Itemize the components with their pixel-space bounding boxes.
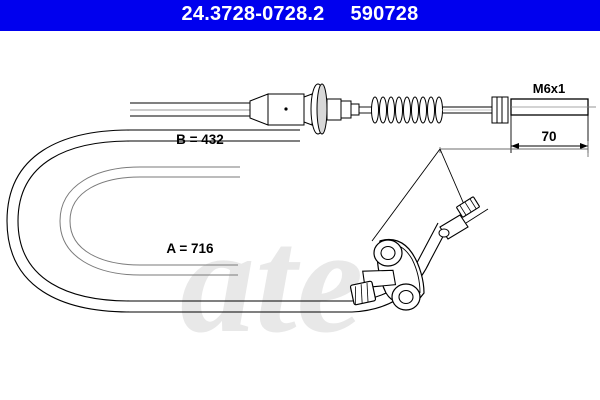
watermark-text: ate xyxy=(180,198,363,364)
dimension-A-label: A = 716 xyxy=(166,241,214,256)
thread-spec-label: M6x1 xyxy=(533,81,566,96)
bracket-adjuster-barrel xyxy=(438,196,489,240)
bracket-leader-lines xyxy=(371,148,467,242)
connecting-rod xyxy=(442,106,492,114)
reference-number-label: 590728 xyxy=(350,3,419,25)
bracket-cable-sleeve xyxy=(349,269,397,306)
title-bar: 24.3728-0728.2 590728 xyxy=(0,0,600,31)
ate-watermark: ate xyxy=(180,198,363,364)
drawing-svg: ate xyxy=(6,81,596,364)
flange-disc-shadow xyxy=(316,83,328,135)
sleeve-nut xyxy=(349,280,377,306)
technical-drawing-canvas: ate xyxy=(0,31,600,400)
dimension-B-label: B = 432 xyxy=(176,132,224,147)
mounting-bracket-assembly xyxy=(349,196,489,311)
inner-cable xyxy=(59,166,240,276)
bracket-upper-eye xyxy=(373,239,403,267)
part-number-label: 24.3728-0728.2 xyxy=(181,3,325,25)
taper-cone xyxy=(249,93,269,126)
bracket-lower-eye xyxy=(391,283,421,311)
sleeve-body xyxy=(491,96,509,124)
title-group: 24.3728-0728.2 590728 xyxy=(182,3,419,26)
adjuster-sleeve xyxy=(491,96,509,124)
collar-step-1 xyxy=(326,98,342,121)
threaded-rod-end xyxy=(510,98,589,116)
collar-step-2 xyxy=(340,100,352,119)
upper-cable-run xyxy=(130,102,250,117)
dimension-70-label: 70 xyxy=(541,129,556,144)
outer-cable-sheath xyxy=(6,129,352,313)
collar-step-3 xyxy=(350,103,360,116)
dimension-overall-right xyxy=(439,141,589,157)
ferrule-neck xyxy=(303,93,313,126)
barrel-center-dot xyxy=(284,107,288,111)
cable-end-fitting-assembly xyxy=(249,83,443,135)
coil-spring-boot xyxy=(371,96,443,124)
